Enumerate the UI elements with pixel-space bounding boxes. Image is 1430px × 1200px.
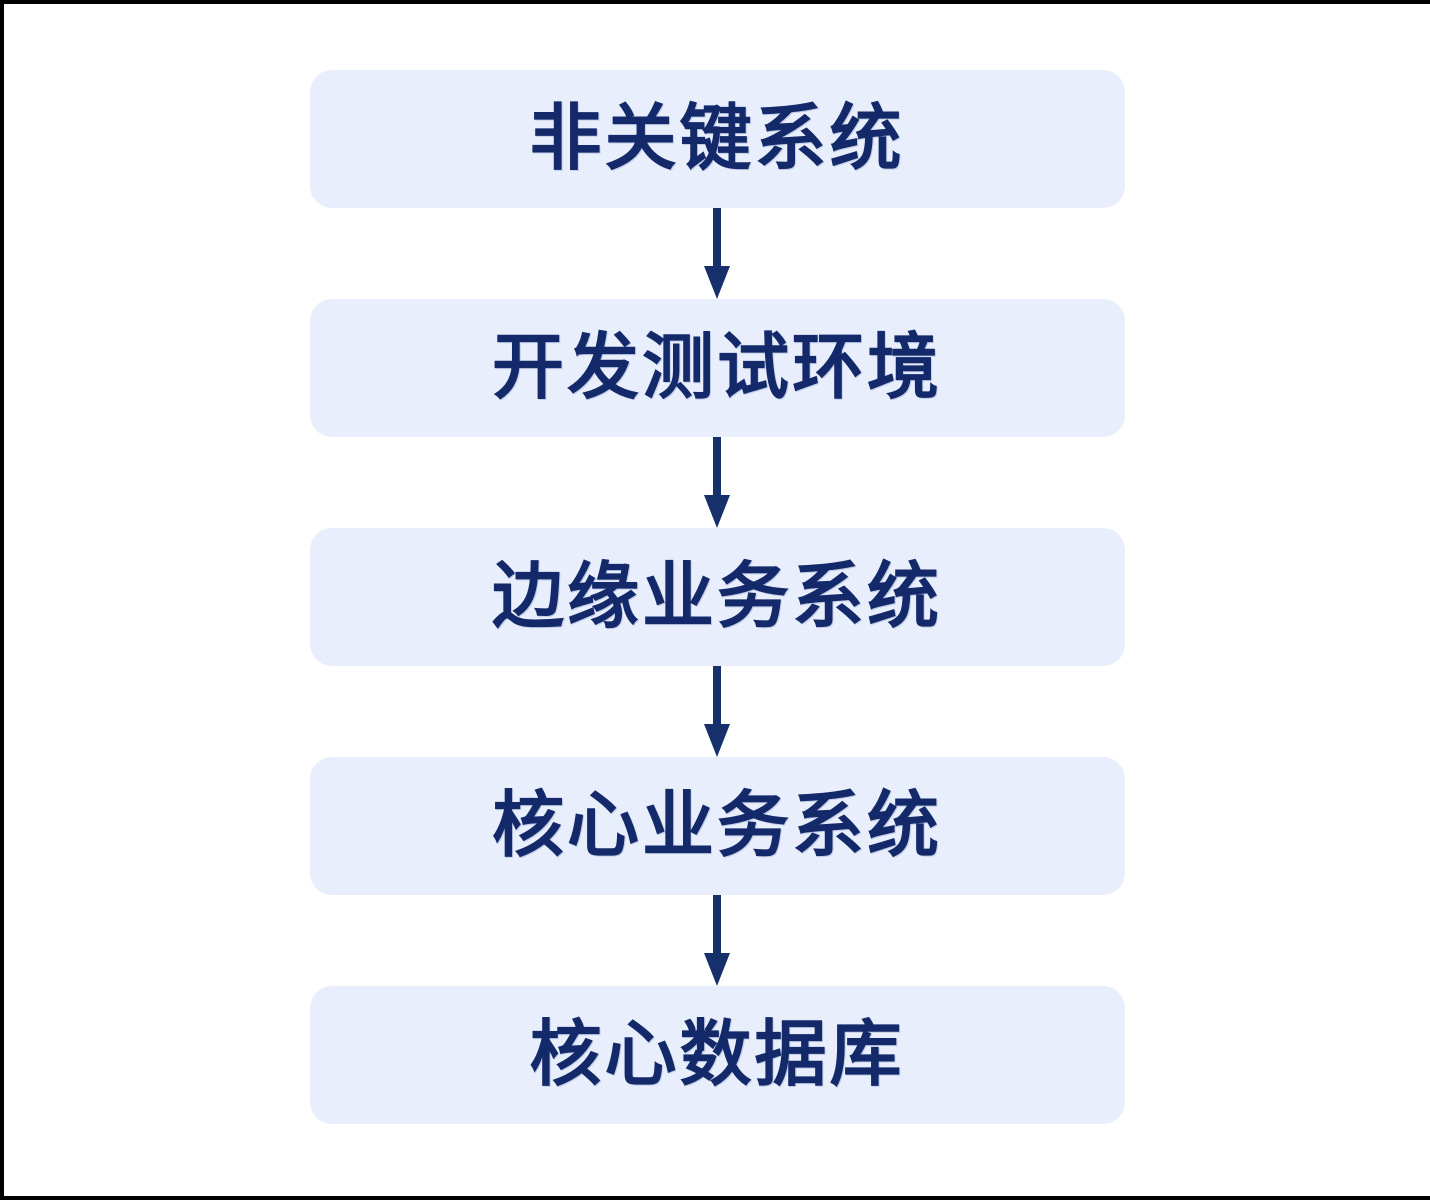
node-label-edge-business-systems: 边缘业务系统 — [491, 557, 942, 637]
node-edge-business-systems: 边缘业务系统 — [309, 528, 1125, 666]
down-arrow-icon — [704, 666, 730, 757]
node-label-non-critical-systems: 非关键系统 — [529, 99, 905, 179]
node-non-critical-systems: 非关键系统 — [309, 70, 1125, 208]
node-core-business-systems: 核心业务系统 — [309, 757, 1125, 895]
down-arrow-icon — [704, 895, 730, 986]
node-core-database: 核心数据库 — [309, 986, 1125, 1124]
node-label-dev-test-environment: 开发测试环境 — [491, 328, 942, 408]
node-dev-test-environment: 开发测试环境 — [309, 299, 1125, 437]
down-arrow-icon — [704, 208, 730, 299]
node-label-core-business-systems: 核心业务系统 — [491, 786, 942, 866]
node-label-core-database: 核心数据库 — [529, 1015, 905, 1095]
down-arrow-icon — [704, 437, 730, 528]
